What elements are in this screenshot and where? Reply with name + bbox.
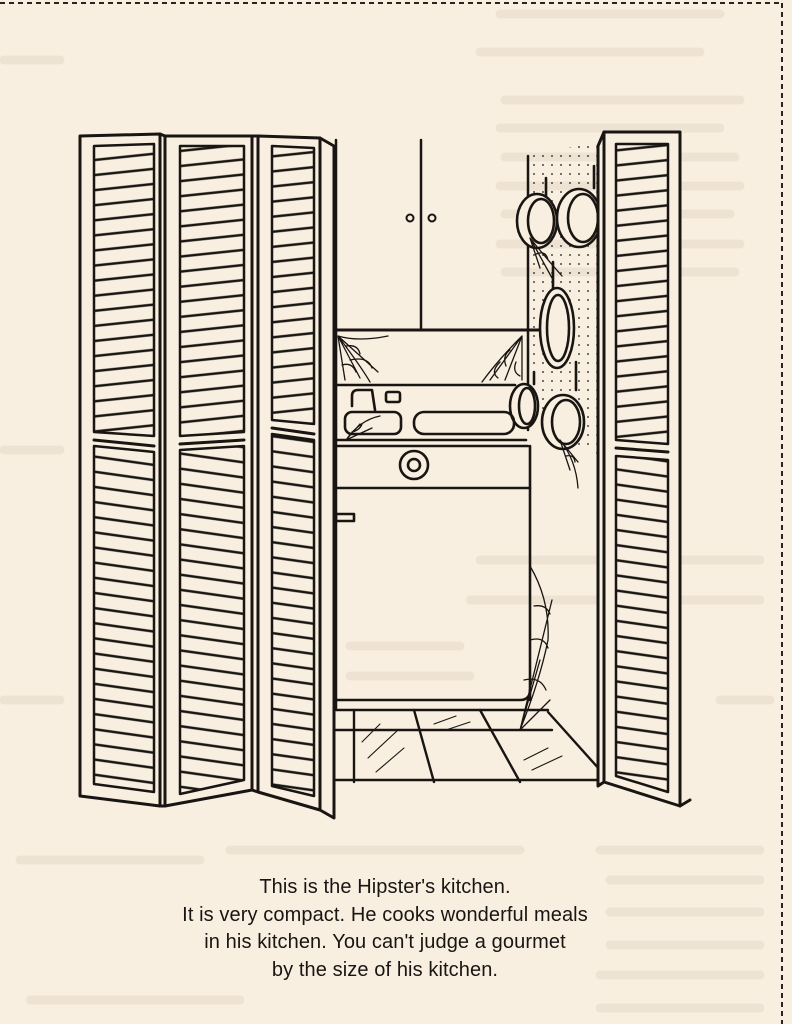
caption-line: It is very compact. He cooks wonderful m… bbox=[182, 903, 588, 926]
caption-line: by the size of his kitchen. bbox=[271, 958, 499, 981]
floor-tiles bbox=[332, 708, 602, 784]
kitchen-illustration bbox=[78, 130, 692, 820]
right-louvered-doors bbox=[596, 130, 692, 808]
cobwebs bbox=[337, 237, 579, 731]
pots bbox=[508, 164, 603, 451]
sink-counter bbox=[334, 330, 532, 710]
left-louvered-doors bbox=[78, 132, 336, 820]
upper-cabinet bbox=[334, 138, 542, 332]
illustration-caption: This is the Hipster's kitchen. It is ver… bbox=[60, 874, 710, 984]
caption-line: in his kitchen. You can't judge a gourme… bbox=[204, 931, 566, 953]
caption-line: This is the Hipster's kitchen. bbox=[259, 876, 511, 898]
